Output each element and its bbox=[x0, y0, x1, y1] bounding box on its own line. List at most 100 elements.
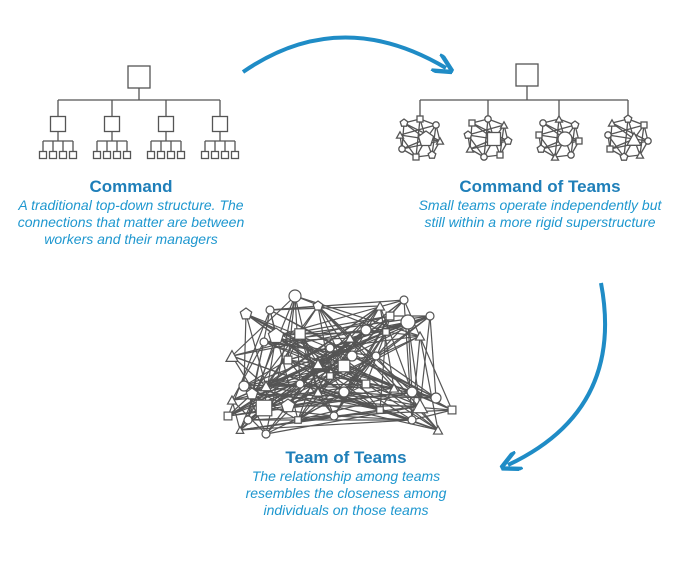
member-pentagon bbox=[427, 150, 437, 159]
member-circle bbox=[567, 151, 575, 159]
team-link bbox=[607, 124, 645, 136]
member-circle bbox=[539, 119, 547, 127]
team-link bbox=[467, 124, 505, 136]
member-square bbox=[416, 115, 424, 123]
team-of-teams-title: Team of Teams bbox=[285, 448, 407, 467]
member-circle bbox=[604, 131, 612, 139]
team-lead-circle bbox=[557, 131, 573, 147]
network-link bbox=[243, 331, 387, 387]
network-circle bbox=[295, 379, 305, 389]
network-link bbox=[349, 305, 381, 339]
command-of-teams-title: Command of Teams bbox=[459, 177, 621, 196]
member-pentagon bbox=[536, 144, 546, 153]
worker-square bbox=[210, 150, 220, 160]
member-triangle bbox=[550, 152, 560, 161]
worker-square bbox=[68, 150, 78, 160]
network-link bbox=[243, 359, 289, 387]
worker-square bbox=[102, 150, 112, 160]
member-circle bbox=[644, 137, 652, 145]
member-square bbox=[496, 151, 504, 159]
member-triangle bbox=[554, 114, 564, 123]
network-link bbox=[265, 405, 421, 435]
worker-square bbox=[122, 150, 132, 160]
manager-square bbox=[157, 115, 175, 133]
network-link bbox=[411, 409, 453, 421]
worker-square bbox=[146, 150, 156, 160]
network-circle bbox=[338, 386, 350, 398]
command-hierarchy bbox=[38, 65, 240, 160]
team-link bbox=[399, 124, 437, 136]
network-square bbox=[361, 379, 371, 389]
command-of-teams-hierarchy bbox=[395, 63, 652, 161]
network-triangle bbox=[374, 300, 386, 311]
network-link bbox=[365, 383, 439, 431]
network-link bbox=[317, 391, 381, 411]
team-of-teams-block: Team of Teams The relationship among tea… bbox=[222, 448, 470, 519]
worker-square bbox=[200, 150, 210, 160]
network-link bbox=[297, 391, 413, 421]
worker-square bbox=[92, 150, 102, 160]
network-circle bbox=[259, 337, 269, 347]
worker-square bbox=[230, 150, 240, 160]
network-link bbox=[329, 321, 409, 349]
command-of-teams-block: Command of Teams Small teams operate ind… bbox=[410, 177, 670, 231]
network-square bbox=[255, 399, 273, 417]
member-square bbox=[606, 145, 614, 153]
network-link bbox=[287, 355, 377, 407]
network-circle bbox=[360, 324, 372, 336]
member-pentagon bbox=[399, 118, 409, 127]
member-pentagon bbox=[463, 130, 473, 139]
network-triangle bbox=[312, 386, 324, 397]
arrow-command-to-command-of-teams bbox=[241, 35, 446, 72]
network-square bbox=[382, 328, 390, 336]
worker-square bbox=[166, 150, 176, 160]
network-triangle bbox=[224, 349, 240, 362]
network-square bbox=[294, 416, 302, 424]
worker-square bbox=[176, 150, 186, 160]
network-circle bbox=[288, 289, 302, 303]
network-link bbox=[349, 321, 409, 339]
network-square bbox=[326, 372, 334, 380]
team-of-teams-network bbox=[223, 289, 457, 439]
network-circle bbox=[425, 311, 435, 321]
network-circle bbox=[399, 295, 409, 305]
arrow-command-of-teams-to-team-of-teams bbox=[508, 282, 608, 465]
network-triangle bbox=[235, 425, 245, 434]
network-link bbox=[329, 375, 437, 399]
team-link bbox=[540, 140, 580, 150]
network-triangle bbox=[414, 330, 426, 341]
member-circle bbox=[398, 145, 406, 153]
team-link bbox=[607, 134, 635, 140]
team-lead-pentagon bbox=[417, 130, 435, 147]
network-pentagon bbox=[312, 300, 324, 311]
member-pentagon bbox=[619, 152, 629, 161]
network-circle bbox=[265, 305, 275, 315]
network-link bbox=[317, 305, 331, 377]
network-pentagon bbox=[239, 307, 253, 320]
network-link bbox=[419, 315, 431, 407]
network-square bbox=[294, 328, 306, 340]
network-link bbox=[333, 415, 413, 421]
network-link bbox=[227, 375, 331, 417]
network-circle bbox=[400, 314, 416, 330]
network-circle bbox=[243, 415, 253, 425]
member-square bbox=[412, 153, 420, 161]
network-link bbox=[243, 365, 345, 387]
network-square bbox=[223, 411, 233, 421]
member-triangle bbox=[435, 136, 445, 145]
member-circle bbox=[432, 121, 440, 129]
network-triangle bbox=[432, 424, 444, 435]
network-triangle bbox=[259, 380, 273, 392]
manager-square bbox=[211, 115, 229, 133]
network-triangle bbox=[226, 394, 238, 405]
network-link bbox=[407, 321, 421, 407]
member-pentagon bbox=[623, 114, 633, 123]
member-circle bbox=[484, 115, 492, 123]
worker-square bbox=[58, 150, 68, 160]
command-description: A traditional top-down structure. The co… bbox=[17, 197, 245, 247]
network-square bbox=[385, 311, 395, 321]
member-square bbox=[468, 119, 476, 127]
network-link bbox=[263, 407, 335, 417]
network-circle bbox=[407, 415, 417, 425]
worker-square bbox=[48, 150, 58, 160]
